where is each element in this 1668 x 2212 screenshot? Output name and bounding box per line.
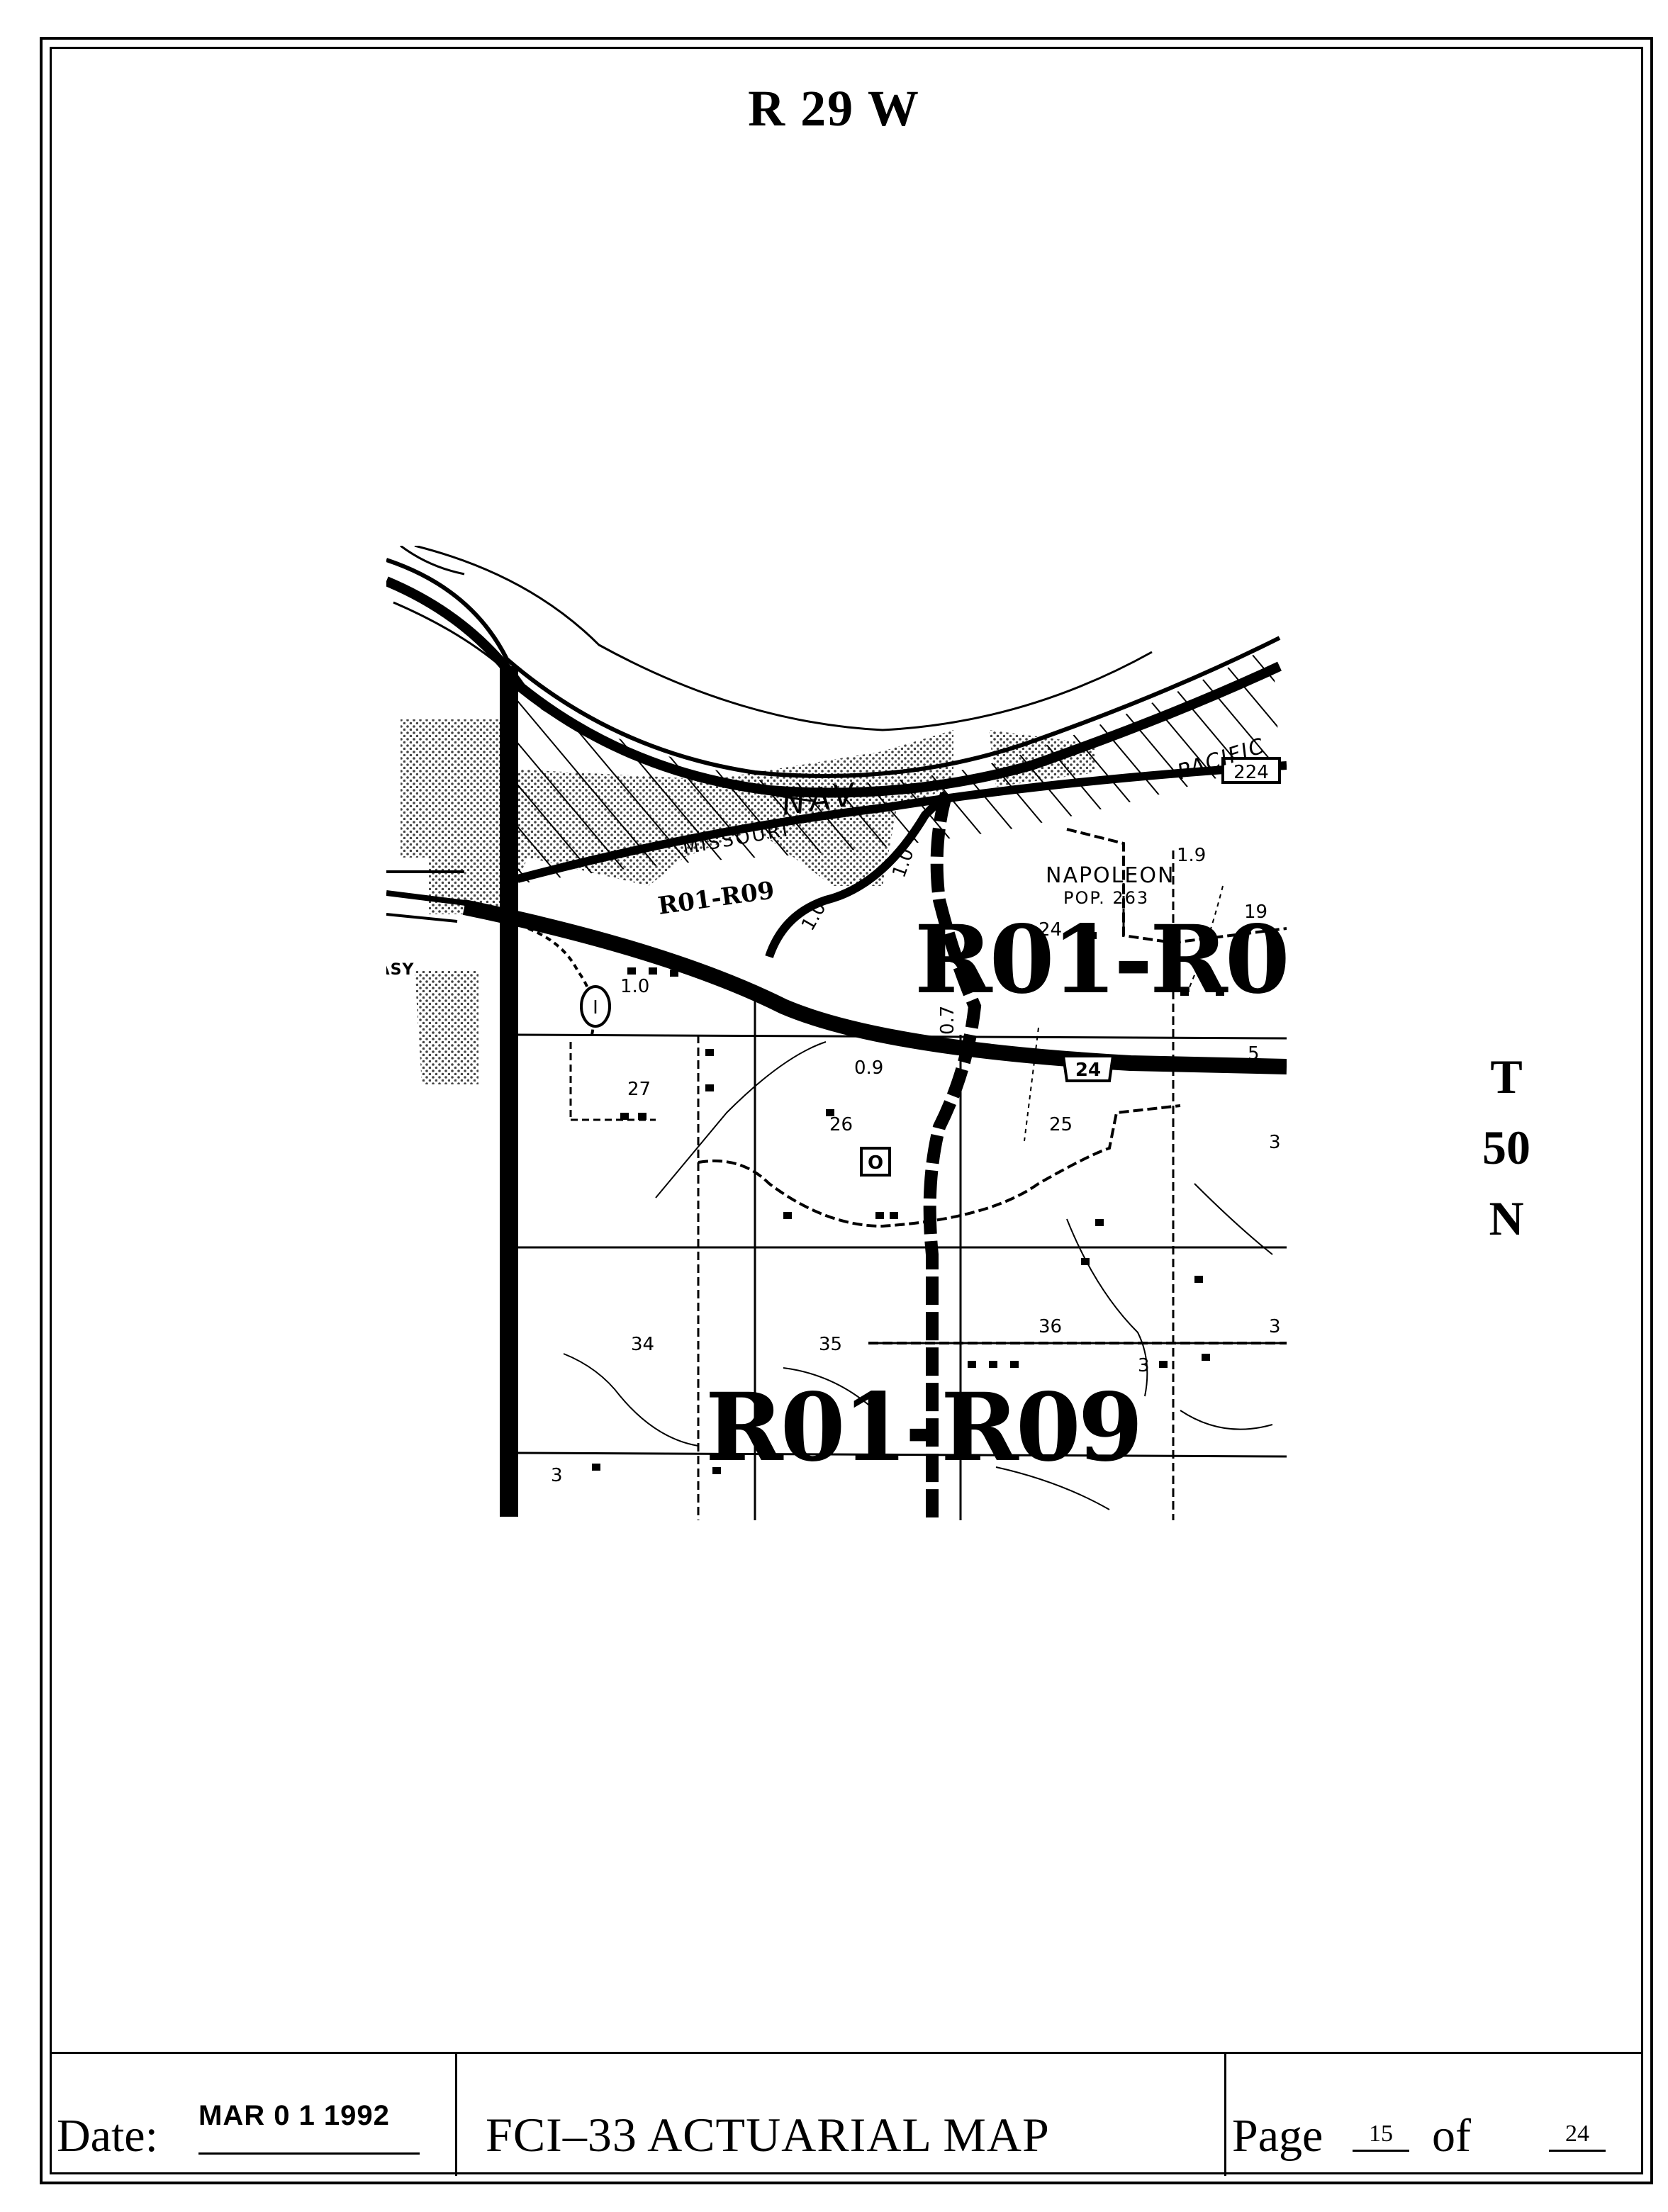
date-stamp: MAR 0 1 1992	[198, 2100, 390, 2131]
section-number: 34	[631, 1334, 654, 1355]
section-number: 3	[1269, 1316, 1281, 1337]
napoleon-population: POP. 263	[1063, 888, 1149, 908]
route-o	[765, 790, 982, 1520]
map-title-cell: FCI–33 ACTUARIAL MAP	[457, 2054, 1226, 2176]
section-number: 3	[1269, 1132, 1281, 1153]
streams	[563, 885, 1273, 1510]
inner-border	[50, 47, 1643, 2174]
township-number: 50	[1482, 1121, 1530, 1174]
distance-label: 0.7	[937, 1006, 958, 1035]
page-total-underline	[1549, 2150, 1606, 2152]
page-label: Page	[1232, 2110, 1323, 2162]
route-o-label: O	[868, 1152, 883, 1174]
map-figure: 24 224 O I NAPOLEON POP. 263 LEVASY MISS…	[386, 546, 1287, 1520]
title-block: Date: MAR 0 1 1992 FCI–33 ACTUARIAL MAP …	[50, 2052, 1643, 2176]
date-label: Date:	[57, 2110, 158, 2162]
route-o-shield	[860, 1147, 891, 1177]
county-boundary	[500, 666, 518, 1517]
section-number: 3	[551, 1465, 563, 1486]
rating-zone-label-small: R01-R09	[656, 876, 776, 921]
section-number: 3	[1138, 1355, 1150, 1376]
township-direction: N	[1489, 1191, 1524, 1245]
distance-label: 1.9	[1177, 845, 1206, 866]
river-hatch	[507, 645, 1280, 886]
route-i-shield	[580, 985, 611, 1028]
page-current-underline	[1353, 2150, 1409, 2152]
section-number: 5	[1248, 1043, 1260, 1065]
outer-border	[40, 37, 1653, 2184]
township-letter: T	[1490, 1050, 1523, 1104]
section-number: 25	[1049, 1114, 1073, 1135]
rating-zone-label: R01-R09	[914, 905, 1287, 1015]
distance-label: 0.9	[854, 1057, 883, 1079]
building-markers	[592, 932, 1224, 1474]
levasy-label: LEVASY	[386, 961, 414, 979]
map-title: FCI–33 ACTUARIAL MAP	[486, 2108, 1050, 2162]
section-number: 19	[1244, 902, 1267, 923]
section-number: 36	[1039, 1316, 1062, 1337]
page-current: 15	[1369, 2121, 1393, 2147]
river-lines	[386, 546, 1282, 802]
highway-24	[386, 890, 1287, 1074]
date-underline	[198, 2152, 420, 2155]
railroad-line	[516, 761, 1287, 883]
section-number: 35	[819, 1334, 842, 1355]
page-total: 24	[1565, 2121, 1589, 2147]
hwy-24-label: 24	[1075, 1060, 1101, 1081]
of-label: of	[1432, 2110, 1471, 2162]
section-number: 27	[627, 1079, 651, 1100]
hwy-224-label: 224	[1233, 762, 1269, 783]
page-cell: Page 15 of 24	[1226, 2054, 1643, 2176]
route-i-label: I	[593, 997, 598, 1018]
distance-label: 1.0	[888, 846, 918, 880]
range-heading: R 29 W	[748, 80, 920, 137]
napoleon-label: NAPOLEON	[1046, 863, 1175, 888]
section-number: 24	[1039, 919, 1062, 941]
section-number: 26	[829, 1114, 853, 1135]
hwy-24-shield	[1061, 1055, 1115, 1082]
date-cell: Date: MAR 0 1 1992	[50, 2054, 457, 2176]
distance-label: 1.0	[620, 976, 649, 997]
rating-zone-label-bottom: R01-R09	[705, 1373, 1141, 1483]
hwy-224-shield	[1221, 757, 1281, 784]
